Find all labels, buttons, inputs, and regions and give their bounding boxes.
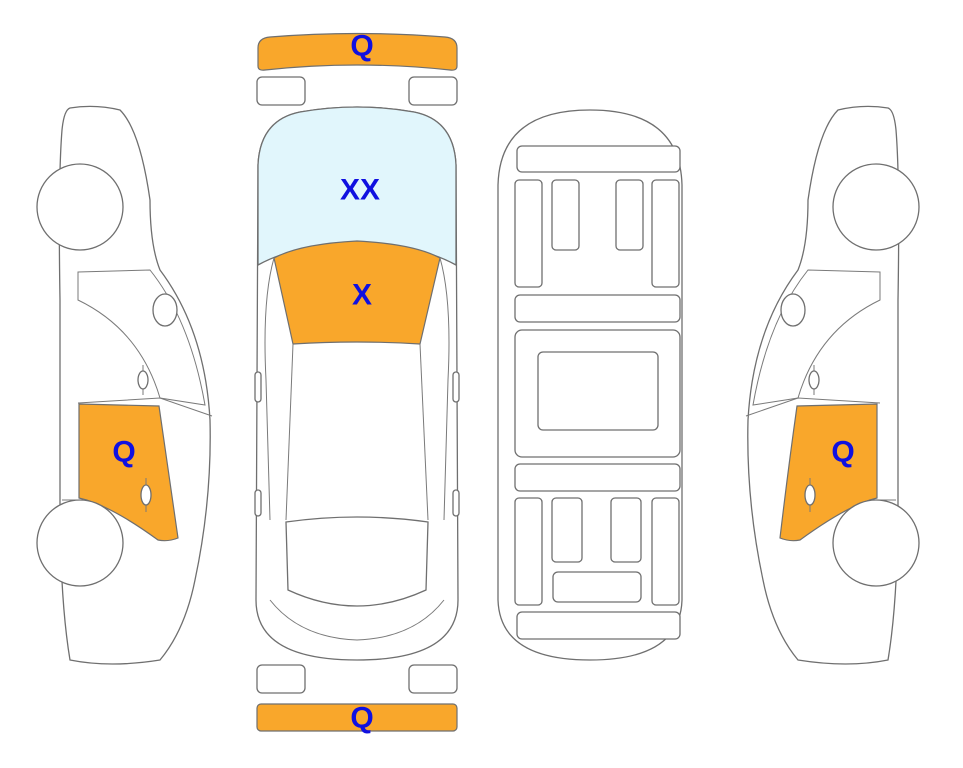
right-front-wheel (832, 499, 920, 587)
right-side-beltline (745, 397, 881, 417)
hood-panel[interactable] (273, 240, 441, 345)
underside-rear-left-inner (551, 497, 583, 563)
right-front-door-handle[interactable] (804, 478, 816, 512)
left-rear-handle (254, 489, 262, 517)
underside-front-left-inner (551, 179, 580, 251)
right-front-door-label: Q (831, 436, 854, 469)
right-roof-edge (419, 343, 429, 521)
left-rear-wheel (36, 163, 124, 251)
windshield-label: XX (340, 174, 380, 207)
left-a-pillar (264, 257, 275, 521)
right-mirror[interactable] (452, 371, 460, 403)
rear-window[interactable] (285, 516, 429, 607)
top-view: XX X (254, 106, 460, 661)
underside-front-right-rail (651, 179, 680, 288)
front-bumper-label: Q (350, 30, 373, 63)
underside-spare-well (552, 571, 642, 603)
rear-bumper-group: Q (256, 664, 458, 735)
right-side-mirror[interactable] (780, 293, 806, 327)
front-left-fog-lamp[interactable] (256, 76, 306, 106)
underside-rear-left-rail (514, 497, 543, 606)
underside-front-crossmember (516, 145, 681, 173)
left-front-door-handle[interactable] (140, 478, 152, 512)
rear-right-reflector[interactable] (408, 664, 458, 694)
underside-fuel-tank (537, 351, 659, 431)
front-right-fog-lamp[interactable] (408, 76, 458, 106)
underside-front-left-rail (514, 179, 543, 288)
underside-view (497, 109, 683, 661)
trunk-lid[interactable] (269, 599, 445, 641)
underside-rear-right-rail (651, 497, 680, 606)
underside-rear-bar (514, 463, 681, 492)
right-rear-door-handle[interactable] (808, 365, 820, 395)
underside-front-bar (514, 294, 681, 323)
underside-rear-right-inner (610, 497, 642, 563)
right-rear-handle (452, 489, 460, 517)
rear-bumper-panel[interactable] (256, 703, 458, 732)
right-side-view: Q (745, 105, 920, 665)
rear-bumper-label: Q (350, 702, 373, 735)
underside-rear-crossmember (516, 611, 681, 640)
left-rear-door-handle[interactable] (137, 365, 149, 395)
right-a-pillar (439, 257, 450, 521)
left-side-mirror[interactable] (152, 293, 178, 327)
left-front-wheel (36, 499, 124, 587)
right-rear-wheel (832, 163, 920, 251)
rear-left-reflector[interactable] (256, 664, 306, 694)
hood-label: X (352, 279, 372, 312)
left-mirror[interactable] (254, 371, 262, 403)
left-front-door-label: Q (112, 436, 135, 469)
left-side-view: Q (36, 105, 213, 665)
front-bumper-group: Q (256, 30, 458, 106)
front-bumper-panel[interactable] (257, 32, 458, 71)
left-side-beltline (77, 397, 213, 417)
left-roof-edge (285, 343, 294, 521)
underside-front-right-inner (615, 179, 644, 251)
